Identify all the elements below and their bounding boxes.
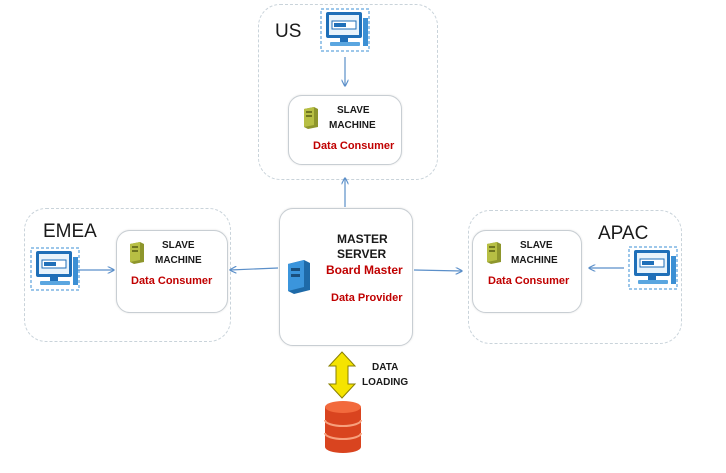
slave-us-line2: MACHINE xyxy=(329,120,376,131)
slave-apac-role: Data Consumer xyxy=(488,275,570,287)
double-arrow-data-loading xyxy=(327,351,357,399)
slave-node-us xyxy=(288,95,402,165)
computer-icon xyxy=(628,246,678,290)
slave-emea-role: Data Consumer xyxy=(131,275,213,287)
server-tower-icon xyxy=(304,107,318,129)
slave-us-line1: SLAVE xyxy=(337,105,370,116)
region-label-emea: EMEA xyxy=(43,221,97,242)
slave-apac-line1: SLAVE xyxy=(520,240,553,251)
arrow-master-to-apac xyxy=(413,270,462,271)
region-label-us: US xyxy=(275,21,302,42)
computer-icon xyxy=(320,8,370,52)
master-name: Board Master xyxy=(326,263,403,277)
slave-node-emea xyxy=(116,230,228,313)
data-loading-line2: LOADING xyxy=(362,377,409,388)
arrow-master-to-emea xyxy=(230,268,279,270)
master-line1: MASTER xyxy=(337,232,388,246)
slave-apac-line2: MACHINE xyxy=(511,255,558,266)
server-tower-icon xyxy=(130,242,144,264)
slave-emea-line2: MACHINE xyxy=(155,255,202,266)
data-loading-line1: DATA xyxy=(372,362,399,373)
region-label-apac: APAC xyxy=(598,223,649,244)
computer-icon xyxy=(30,247,80,291)
database-icon xyxy=(324,401,362,453)
master-role: Data Provider xyxy=(331,292,403,304)
slave-emea-line1: SLAVE xyxy=(162,240,195,251)
slave-us-role: Data Consumer xyxy=(313,140,395,152)
server-tower-icon xyxy=(288,260,310,294)
master-line2: SERVER xyxy=(337,247,387,261)
server-tower-icon xyxy=(487,242,501,264)
